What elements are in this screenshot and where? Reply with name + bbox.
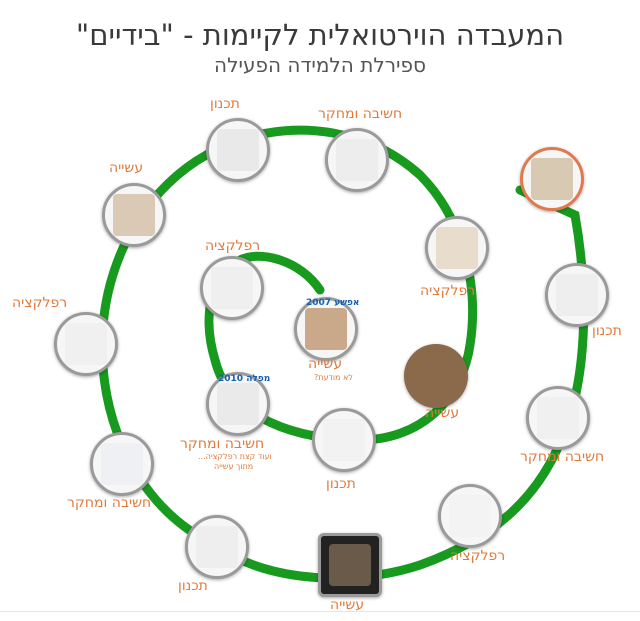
node-n16[interactable] — [438, 484, 502, 548]
label-n16: רפלקציה — [450, 548, 505, 564]
label-n10: חשיבה ומחקר — [180, 436, 264, 452]
node-n6[interactable] — [54, 312, 118, 376]
node-n15[interactable] — [318, 533, 382, 597]
label-n8: עשייה — [425, 405, 459, 421]
node-n4[interactable] — [425, 216, 489, 280]
node-n1[interactable] — [206, 118, 270, 182]
node-n5[interactable] — [200, 256, 264, 320]
node-n9[interactable] — [545, 263, 609, 327]
sub-n7: לא מודעת? — [314, 373, 353, 382]
sub2-n10: מתוך עשייה — [214, 462, 253, 471]
label-n2: חשיבה ומחקר — [318, 106, 402, 122]
label-n11: תכנון — [326, 476, 356, 492]
label-n3: עשייה — [109, 160, 143, 176]
node-n13[interactable] — [90, 432, 154, 496]
label-n4: רפלקציה — [420, 283, 475, 299]
footer-divider — [0, 611, 640, 612]
label-n14: תכנון — [178, 578, 208, 594]
label-n12: חשיבה ומחקר — [520, 449, 604, 465]
node-n3[interactable] — [102, 183, 166, 247]
label-n7: עשייה — [308, 356, 342, 372]
sub-n10: ועוד קצת רפלקציה... — [198, 452, 272, 461]
node-n14[interactable] — [185, 515, 249, 579]
label-n1: תכנון — [210, 96, 240, 112]
year-n7: אפשע 2007 — [306, 298, 360, 308]
label-n13: חשיבה ומחקר — [67, 495, 151, 511]
node-n8[interactable] — [404, 344, 468, 408]
node-n12[interactable] — [526, 386, 590, 450]
node-n17[interactable] — [520, 147, 584, 211]
node-n2[interactable] — [325, 128, 389, 192]
label-n5: רפלקציה — [205, 238, 260, 254]
label-n6: רפלקציה — [12, 295, 67, 311]
node-n11[interactable] — [312, 408, 376, 472]
year-n10: מפלה 2010 — [218, 374, 270, 384]
label-n9: תכנון — [592, 323, 622, 339]
